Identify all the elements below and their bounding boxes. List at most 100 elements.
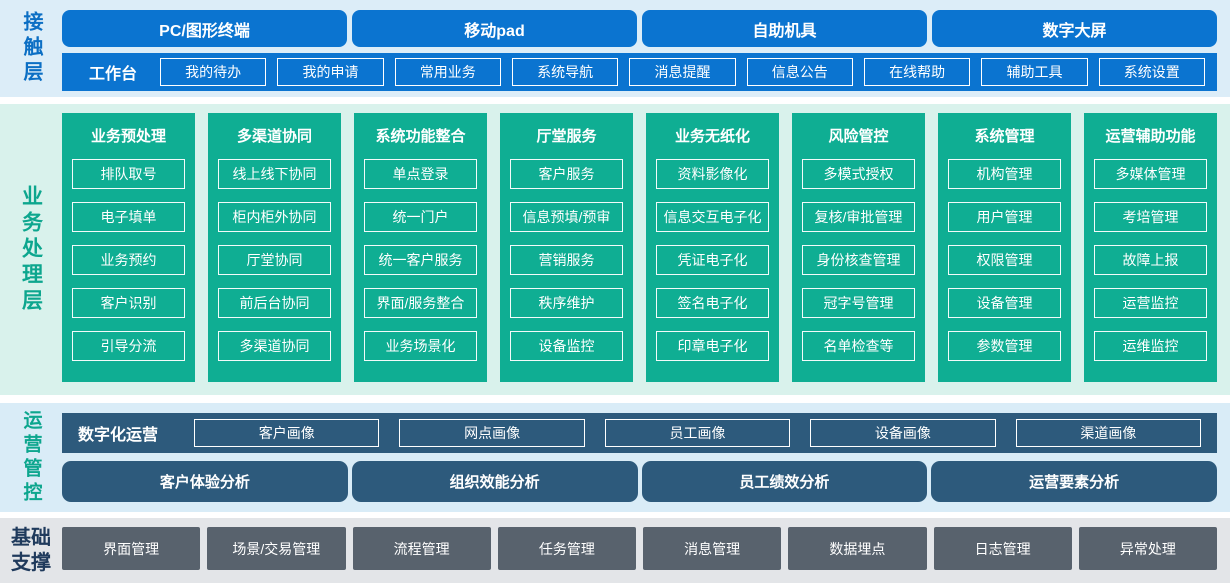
process-item: 冠字号管理: [802, 288, 915, 318]
process-column-title: 运营辅助功能: [1105, 128, 1196, 145]
analytics-item: 客户体验分析: [62, 461, 348, 502]
device-box: 自助机具: [642, 10, 927, 47]
base-layer-label: 基础支撑: [11, 526, 51, 574]
process-item: 界面/服务整合: [364, 288, 477, 318]
process-item: 单点登录: [364, 159, 477, 189]
base-item: 界面管理: [62, 527, 201, 570]
process-item: 营销服务: [510, 245, 623, 275]
portrait-item: 客户画像: [194, 419, 380, 447]
contact-layer-label: 接触层: [20, 11, 42, 86]
process-item: 复核/审批管理: [802, 202, 915, 232]
process-column-title: 业务预处理: [90, 128, 166, 145]
process-item: 统一客户服务: [364, 245, 477, 275]
contact-layer-rail: 接触层: [0, 0, 62, 97]
analytics-item: 组织效能分析: [351, 461, 638, 502]
digital-operation-bar: 数字化运营 客户画像网点画像员工画像设备画像渠道画像: [62, 413, 1217, 453]
process-item: 电子填单: [72, 202, 185, 232]
process-item: 资料影像化: [656, 159, 769, 189]
device-box: 移动pad: [352, 10, 637, 47]
process-item: 统一门户: [364, 202, 477, 232]
process-item: 客户服务: [510, 159, 623, 189]
ops-layer-band: 运营管控 数字化运营 客户画像网点画像员工画像设备画像渠道画像 客户体验分析组织…: [0, 403, 1230, 512]
digital-operation-label: 数字化运营: [78, 427, 159, 444]
process-item: 名单检查等: [802, 331, 915, 361]
workbench-item: 消息提醒: [629, 58, 736, 86]
process-column-title: 系统管理: [974, 128, 1035, 145]
process-column-multichannel: 多渠道协同 线上线下协同柜内柜外协同厅堂协同前后台协同多渠道协同: [208, 113, 341, 382]
process-item: 业务预约: [72, 245, 185, 275]
base-item: 异常处理: [1078, 527, 1217, 570]
process-item: 设备监控: [510, 331, 623, 361]
process-column-ops-aux: 运营辅助功能 多媒体管理考培管理故障上报运营监控运维监控: [1084, 113, 1217, 382]
process-column-title: 业务无纸化: [674, 128, 750, 145]
base-item: 任务管理: [497, 527, 636, 570]
process-item: 多媒体管理: [1094, 159, 1207, 189]
analytics-item: 员工绩效分析: [641, 461, 928, 502]
process-item: 参数管理: [948, 331, 1061, 361]
process-column-system-mgmt: 系统管理 机构管理用户管理权限管理设备管理参数管理: [938, 113, 1071, 382]
process-item: 用户管理: [948, 202, 1061, 232]
process-item: 秩序维护: [510, 288, 623, 318]
process-item: 故障上报: [1094, 245, 1207, 275]
base-item: 场景/交易管理: [207, 527, 346, 570]
process-column-pretreatment: 业务预处理 排队取号电子填单业务预约客户识别引导分流: [62, 113, 195, 382]
workbench-item: 我的申请: [277, 58, 384, 86]
process-column-title: 厅堂服务: [536, 128, 597, 145]
workbench-item: 我的待办: [160, 58, 267, 86]
process-item: 权限管理: [948, 245, 1061, 275]
process-item: 印章电子化: [656, 331, 769, 361]
process-column-integration: 系统功能整合 单点登录统一门户统一客户服务界面/服务整合业务场景化: [354, 113, 487, 382]
process-item: 前后台协同: [218, 288, 331, 318]
process-item: 运营监控: [1094, 288, 1207, 318]
process-column-title: 多渠道协同: [236, 128, 312, 145]
process-item: 身份核查管理: [802, 245, 915, 275]
process-item: 线上线下协同: [218, 159, 331, 189]
process-column-title: 风险管控: [828, 128, 889, 145]
process-item: 多模式授权: [802, 159, 915, 189]
process-item: 签名电子化: [656, 288, 769, 318]
portrait-item: 员工画像: [604, 419, 791, 447]
process-item: 多渠道协同: [218, 331, 331, 361]
process-item: 运维监控: [1094, 331, 1207, 361]
process-column-title: 系统功能整合: [375, 128, 466, 145]
process-columns: 业务预处理 排队取号电子填单业务预约客户识别引导分流 多渠道协同 线上线下协同柜…: [62, 113, 1217, 382]
workbench-item: 常用业务: [394, 58, 501, 86]
portrait-item: 网点画像: [399, 419, 585, 447]
process-layer-label: 业务处理层: [19, 184, 43, 315]
base-row: 界面管理场景/交易管理流程管理任务管理消息管理数据埋点日志管理异常处理: [62, 527, 1217, 570]
process-item: 柜内柜外协同: [218, 202, 331, 232]
process-column-lobby-service: 厅堂服务 客户服务信息预填/预审营销服务秩序维护设备监控: [500, 113, 633, 382]
base-item: 日志管理: [933, 527, 1072, 570]
process-item: 设备管理: [948, 288, 1061, 318]
process-item: 引导分流: [72, 331, 185, 361]
workbench-item: 系统导航: [511, 58, 619, 86]
workbench-item: 辅助工具: [981, 58, 1088, 86]
process-column-risk-control: 风险管控 多模式授权复核/审批管理身份核查管理冠字号管理名单检查等: [792, 113, 925, 382]
process-item: 信息预填/预审: [510, 202, 623, 232]
process-item: 考培管理: [1094, 202, 1207, 232]
process-item: 厅堂协同: [218, 245, 331, 275]
portrait-item: 设备画像: [810, 419, 996, 447]
workbench-item: 系统设置: [1098, 58, 1205, 86]
device-box: PC/图形终端: [62, 10, 347, 47]
workbench-item: 在线帮助: [863, 58, 971, 86]
base-item: 流程管理: [352, 527, 491, 570]
workbench-label: 工作台: [88, 66, 137, 83]
base-item: 数据埋点: [788, 527, 927, 570]
base-item: 消息管理: [643, 527, 782, 570]
analytics-item: 运营要素分析: [931, 461, 1217, 502]
process-item: 排队取号: [72, 159, 185, 189]
device-box: 数字大屏: [932, 10, 1217, 47]
workbench-bar: 工作台 我的待办我的申请常用业务系统导航消息提醒信息公告在线帮助辅助工具系统设置: [62, 53, 1217, 91]
process-item: 客户识别: [72, 288, 185, 318]
process-item: 机构管理: [948, 159, 1061, 189]
process-item: 业务场景化: [364, 331, 477, 361]
ops-layer-label: 运营管控: [20, 409, 42, 506]
portrait-item: 渠道画像: [1015, 419, 1202, 447]
base-layer-band: 基础支撑 界面管理场景/交易管理流程管理任务管理消息管理数据埋点日志管理异常处理: [0, 518, 1230, 583]
workbench-item: 信息公告: [746, 58, 853, 86]
analytics-row: 客户体验分析组织效能分析员工绩效分析运营要素分析: [62, 461, 1217, 502]
process-item: 信息交互电子化: [656, 202, 769, 232]
